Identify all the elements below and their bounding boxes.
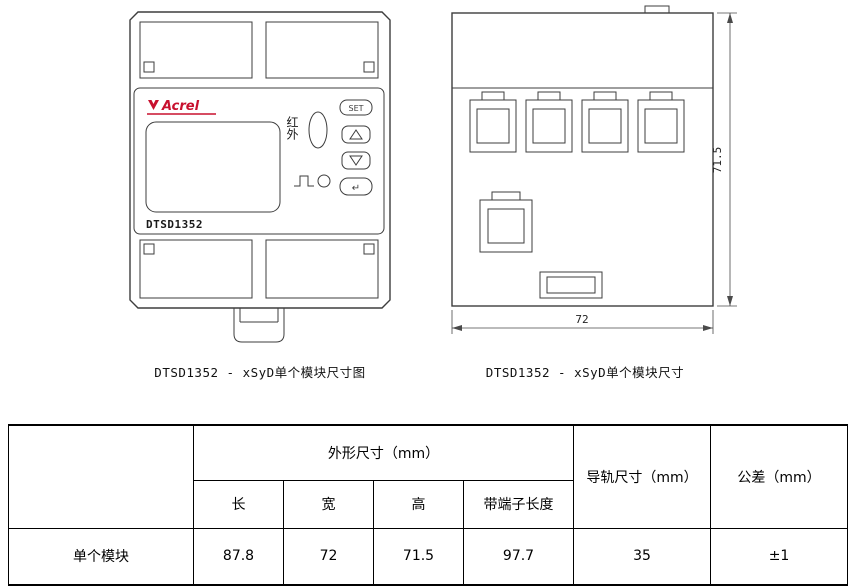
top-tab (644, 5, 670, 14)
table-subheader-length: 长 (193, 479, 284, 529)
cell-width: 72 (283, 527, 374, 586)
cell-terminal-length: 97.7 (462, 527, 575, 586)
down-arrow-icon (349, 155, 363, 166)
screw-hole-icon (143, 243, 155, 255)
set-button (339, 99, 373, 116)
infrared-label: 红外 (285, 115, 299, 140)
ir-window-icon (308, 111, 328, 149)
lcd-screen (145, 121, 281, 213)
enter-icon: ↵ (352, 183, 360, 194)
screw-hole-icon (363, 61, 375, 73)
cell-length: 87.8 (193, 527, 284, 586)
acrel-logo-icon (148, 100, 159, 110)
side-view-drawing: 71.5 72 (451, 5, 737, 334)
meter-body-outline (129, 11, 391, 309)
front-view-caption: DTSD1352 - xSyD单个模块尺寸图 (154, 365, 366, 380)
width-dimension: 72 (451, 310, 714, 334)
table-rail-header: 导轨尺寸（mm） (573, 424, 712, 529)
cell-height: 71.5 (373, 527, 464, 586)
side-din-clip (539, 271, 603, 299)
front-panel (133, 87, 385, 235)
brand-text: Acrel (161, 99, 200, 114)
table-tolerance-header: 公差（mm） (710, 424, 849, 529)
table-group-header: 外形尺寸（mm） (192, 424, 575, 481)
acrel-logo: Acrel (147, 99, 216, 115)
height-dim-label: 71.5 (711, 147, 724, 174)
model-label: DTSD1352 (146, 218, 203, 231)
enter-button (339, 177, 373, 196)
table-corner-cell (8, 424, 194, 529)
side-view-caption: DTSD1352 - xSyD单个模块尺寸 (485, 365, 685, 380)
pulse-wave-icon (294, 175, 314, 187)
screw-hole-icon (363, 243, 375, 255)
table-subheader-height: 高 (373, 479, 464, 529)
row-label: 单个模块 (8, 527, 194, 586)
dimensions-table: 外形尺寸（mm） 导轨尺寸（mm） 公差（mm） 长 宽 高 带端子长度 单个模… (8, 424, 849, 586)
cell-tolerance: ±1 (710, 527, 849, 586)
pulse-indicator (294, 174, 331, 188)
table-subheader-terminal-length: 带端子长度 (462, 479, 575, 529)
cell-rail: 35 (573, 527, 712, 586)
side-body-outline (451, 12, 714, 307)
middle-terminal-block (479, 191, 533, 253)
height-dimension: 71.5 (711, 12, 737, 307)
button-column: SET ↵ (339, 99, 373, 196)
set-button-label: SET (348, 104, 363, 113)
pulse-led-icon (317, 174, 331, 188)
down-button (341, 151, 371, 170)
table-subheader-width: 宽 (283, 479, 374, 529)
table-row: 单个模块 87.8 72 71.5 97.7 35 ±1 (8, 527, 849, 586)
bottom-terminal-covers (139, 239, 379, 299)
screw-hole-icon (143, 61, 155, 73)
din-clip (233, 308, 285, 343)
front-view-drawing: Acrel 红外 SET ↵ DTSD1352 (129, 11, 391, 343)
up-button (341, 125, 371, 144)
up-arrow-icon (349, 129, 363, 140)
terminal-blocks (469, 91, 685, 153)
top-terminal-covers (139, 21, 379, 79)
width-dim-label: 72 (575, 313, 588, 326)
